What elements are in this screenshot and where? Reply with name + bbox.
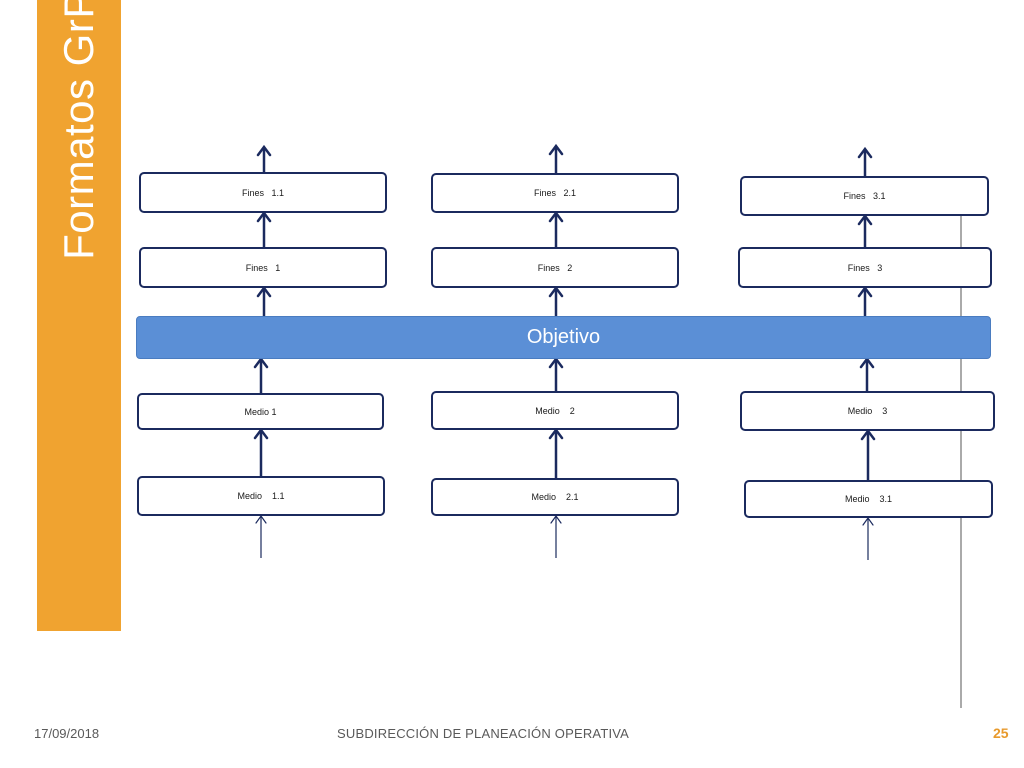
box-fines-2: Fines 2 bbox=[431, 247, 679, 288]
box-fines-3: Fines 3 bbox=[738, 247, 992, 288]
arrow-fines-1-1-up bbox=[256, 144, 272, 172]
box-medio-2: Medio 2 bbox=[431, 391, 679, 430]
arrow-medio-1-1-to-1 bbox=[253, 427, 269, 476]
arrow-input-1 bbox=[255, 514, 267, 558]
arrow-fines-2-1-up bbox=[548, 143, 564, 173]
arrow-input-2 bbox=[550, 514, 562, 558]
arrow-medio-3-to-obj bbox=[859, 356, 875, 391]
arrow-fines-3-to-3-1 bbox=[857, 213, 873, 247]
box-fines-3-1: Fines 3.1 bbox=[740, 176, 989, 216]
arrow-fines-3-1-up bbox=[857, 146, 873, 176]
objective-bar: Objetivo bbox=[136, 316, 991, 359]
box-medio-2-1: Medio 2.1 bbox=[431, 478, 679, 516]
page-number: 25 bbox=[993, 725, 1009, 741]
box-fines-2-1: Fines 2.1 bbox=[431, 173, 679, 213]
footer-organization: SUBDIRECCIÓN DE PLANEACIÓN OPERATIVA bbox=[337, 726, 630, 741]
arrow-obj-to-fines-2 bbox=[548, 285, 564, 316]
footer-date: 17/09/2018 bbox=[34, 726, 100, 741]
box-medio-3: Medio 3 bbox=[740, 391, 995, 431]
box-fines-1-1: Fines 1.1 bbox=[139, 172, 387, 213]
arrow-medio-2-1-to-2 bbox=[548, 427, 564, 478]
arrow-medio-2-to-obj bbox=[548, 356, 564, 391]
sidebar-accent-bar bbox=[37, 0, 121, 631]
box-fines-1: Fines 1 bbox=[139, 247, 387, 288]
arrow-medio-1-to-obj bbox=[253, 356, 269, 393]
box-medio-3-1: Medio 3.1 bbox=[744, 480, 993, 518]
arrow-obj-to-fines-1 bbox=[256, 285, 272, 316]
box-medio-1: Medio 1 bbox=[137, 393, 384, 430]
arrow-medio-3-1-to-3 bbox=[860, 428, 876, 480]
box-medio-1-1: Medio 1.1 bbox=[137, 476, 385, 516]
arrow-input-3 bbox=[862, 516, 874, 560]
arrow-fines-1-to-1-1 bbox=[256, 210, 272, 247]
arrow-fines-2-to-2-1 bbox=[548, 210, 564, 247]
arrow-obj-to-fines-3 bbox=[857, 285, 873, 316]
